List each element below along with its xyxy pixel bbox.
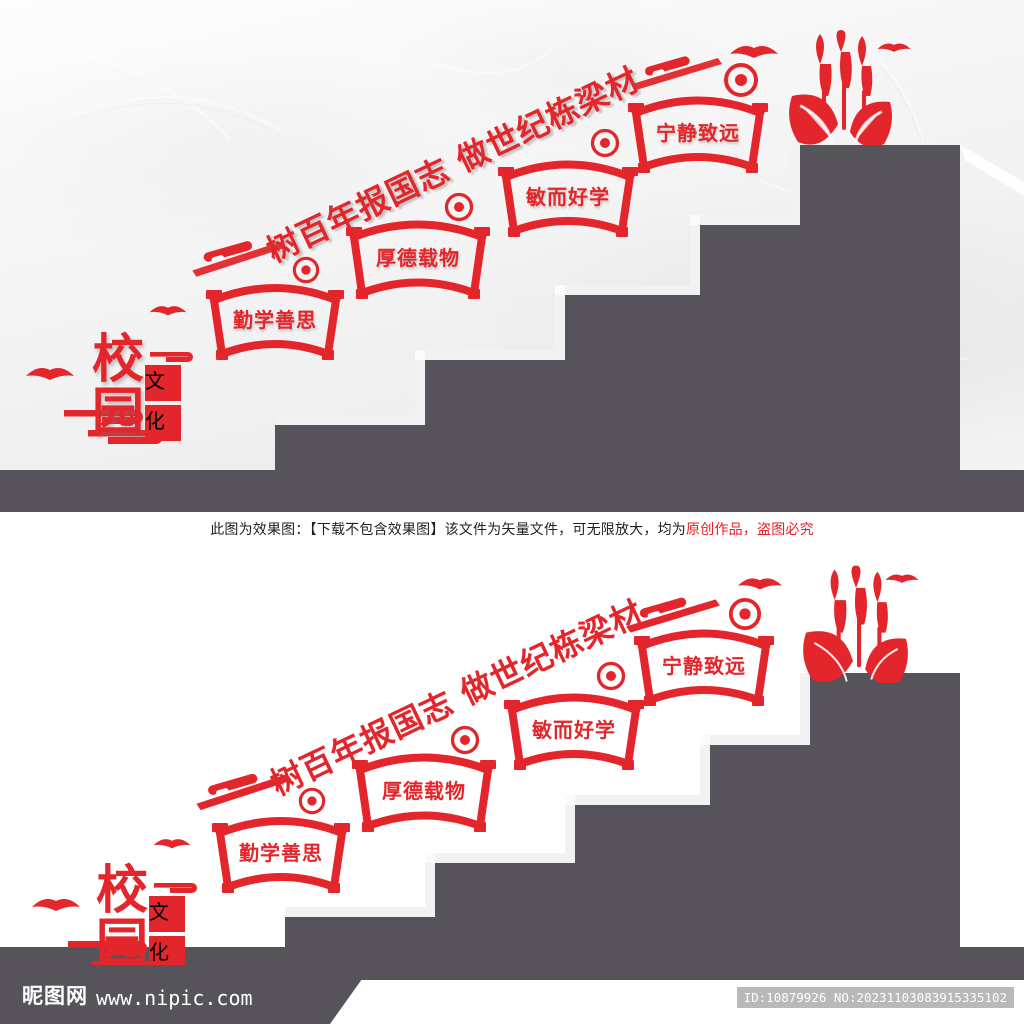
chinese-cloud-icon	[154, 883, 197, 893]
logo-circle-hua: 化	[145, 405, 181, 441]
bird-icon	[885, 574, 919, 583]
logo-char-top: 校	[92, 330, 145, 390]
decoration-layer: 树百年报国志 做世纪栋梁材	[26, 30, 911, 444]
ring-ornament-icon	[724, 63, 758, 97]
disclaimer-text: 此图为效果图：【下载不包含效果图】该文件为矢量文件，可无限放大，均为原创作品，盗…	[0, 519, 1024, 539]
site-watermark: 昵图网 www.nipic.com	[22, 980, 253, 1010]
campus-culture-logo: 校 园	[92, 330, 145, 443]
plaque-1-label: 勤学善思	[239, 841, 323, 865]
campus-culture-logo: 校 园	[96, 861, 149, 974]
plaque-2[interactable]: 厚德载物	[346, 745, 502, 833]
plaque-frame-icon	[352, 753, 496, 832]
ring-ornament-icon	[298, 787, 326, 815]
plaque-1-label: 勤学善思	[233, 308, 317, 332]
plaque-frame-icon	[206, 284, 344, 360]
logo-char-mid: 园	[96, 913, 149, 974]
preview-scene-flat: 树百年报国志 做世纪栋梁材 勤学善思	[0, 555, 1024, 980]
chinese-cloud-icon	[64, 410, 163, 444]
ring-ornament-icon	[292, 256, 320, 284]
plaque-frame-icon	[212, 817, 350, 893]
plaque-frame-icon	[628, 96, 768, 173]
plaque-frame-icon	[504, 693, 644, 770]
plaque-frame-icon	[346, 220, 490, 299]
logo-circle-wen: 文	[149, 896, 185, 932]
plaque-3-label: 敏而好学	[526, 185, 610, 209]
bird-icon	[877, 43, 911, 52]
plaque-1[interactable]: 勤学善思	[200, 276, 350, 361]
plaque-4[interactable]: 宁静致远	[628, 621, 780, 707]
staircase-graphic	[0, 145, 1024, 512]
bird-icon	[153, 839, 191, 849]
footer-watermark-tab	[0, 965, 372, 1024]
plaque-4-label: 宁静致远	[656, 121, 740, 145]
logo-char-mid: 园	[92, 382, 145, 443]
ring-ornament-icon	[450, 725, 480, 755]
disclaimer-highlight: 原创作品，盗图必究	[686, 522, 814, 538]
stair-body	[0, 145, 1024, 512]
pen-ornament-icon	[196, 773, 292, 811]
tulip-flower-icon	[803, 565, 908, 683]
staircase-graphic	[0, 673, 1024, 980]
stair-body	[0, 673, 1024, 980]
bird-icon	[730, 46, 778, 58]
plaque-1[interactable]: 勤学善思	[206, 809, 356, 894]
watermark-brand-cn: 昵图网	[22, 984, 88, 1008]
bird-icon	[737, 578, 783, 590]
bird-icon	[149, 306, 187, 316]
watermark-url: www.nipic.com	[96, 986, 253, 1010]
decoration-layer: 树百年报国志 做世纪栋梁材 勤学善思	[0, 555, 1024, 980]
plaque-4-label: 宁静致远	[662, 654, 746, 678]
logo-char-top: 校	[96, 861, 149, 921]
tulip-flower-icon	[789, 30, 892, 145]
plaque-3-label: 敏而好学	[532, 718, 616, 742]
pen-ornament-icon	[632, 56, 722, 90]
disclaimer-part-1: 此图为效果图：【下载不包含效果图】该文件为矢量文件，可无限放大，均为	[210, 522, 686, 538]
asset-id-badge: ID:10879926 NO:20231103083915335102	[736, 987, 1014, 1008]
plaque-frame-icon	[498, 160, 638, 237]
ring-ornament-icon	[728, 597, 762, 631]
pen-ornament-icon	[626, 597, 720, 633]
plaque-3[interactable]: 敏而好学	[498, 685, 650, 771]
ring-ornament-icon	[596, 661, 626, 691]
pen-ornament-icon	[192, 241, 286, 277]
chinese-cloud-icon	[150, 352, 193, 362]
ring-ornament-icon	[590, 128, 620, 158]
plaque-4[interactable]: 宁静致远	[622, 88, 774, 174]
plaque-2[interactable]: 厚德载物	[340, 212, 496, 300]
bird-icon	[32, 899, 80, 911]
plaque-frame-icon	[634, 629, 774, 706]
ring-ornament-icon	[444, 192, 474, 222]
bird-icon	[26, 368, 74, 380]
plaque-2-label: 厚德载物	[376, 246, 460, 270]
plaque-2-label: 厚德载物	[382, 779, 466, 803]
logo-circle-wen: 文	[145, 365, 181, 401]
plaque-3[interactable]: 敏而好学	[492, 152, 644, 238]
preview-scene-mockup: 树百年报国志 做世纪栋梁材	[0, 0, 1024, 512]
